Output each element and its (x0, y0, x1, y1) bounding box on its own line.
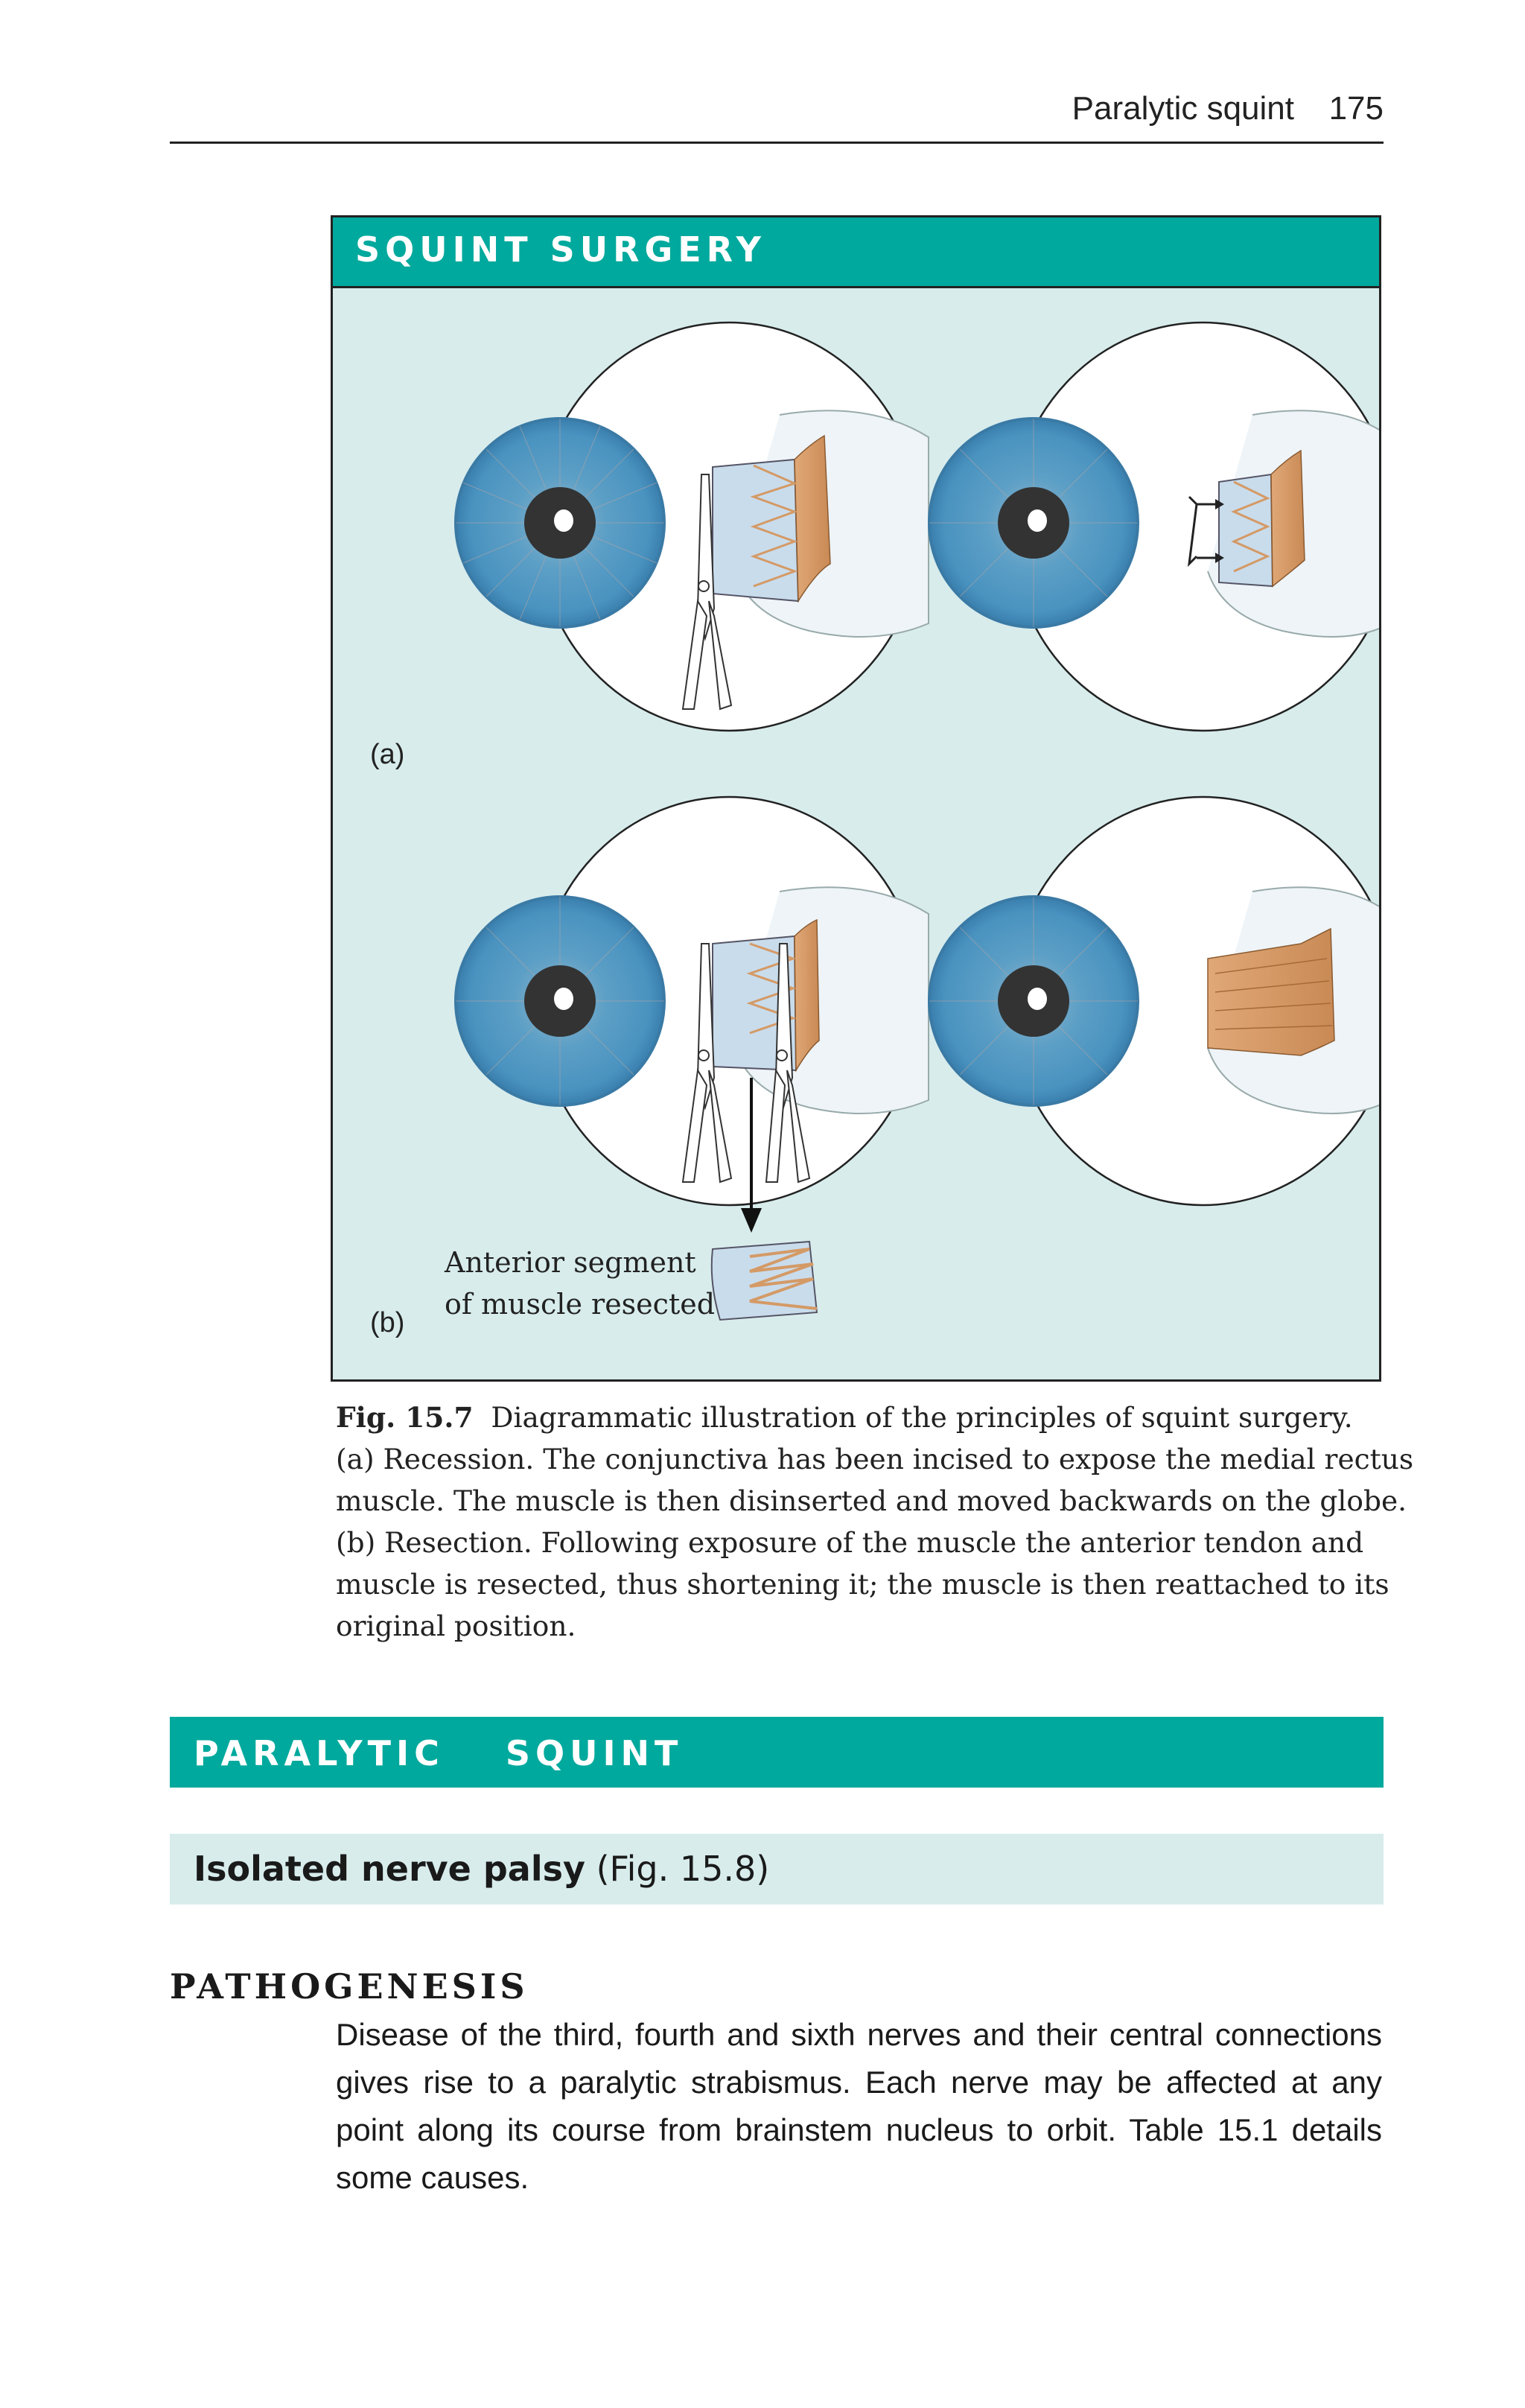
subsection-heading-bar: Isolated nerve palsy (Fig. 15.8) (170, 1834, 1384, 1905)
pathogenesis-paragraph: Disease of the third, fourth and sixth n… (336, 2017, 1382, 2195)
section-title: PARALYTIC SQUINT (194, 1733, 684, 1773)
subsection-title-bold: Isolated nerve palsy (194, 1849, 585, 1889)
running-header: Paralytic squint 175 (170, 83, 1384, 144)
figure-title-bar: SQUINT SURGERY (333, 217, 1379, 288)
squint-surgery-illustration (454, 321, 1379, 1321)
eye-a-left (454, 321, 929, 732)
figure-number: Fig. 15.7 (336, 1401, 474, 1434)
eye-a-right (928, 321, 1379, 732)
caption-line-6: original position. (336, 1610, 576, 1642)
caption-line-5: muscle is resected, thus shortening it; … (336, 1568, 1389, 1601)
figure-box-title: SQUINT SURGERY (355, 229, 766, 270)
panel-label-b: (b) (370, 1307, 405, 1338)
caption-line-3: muscle. The muscle is then disinserted a… (336, 1484, 1407, 1517)
pathogenesis-heading: PATHOGENESIS (170, 1966, 529, 2007)
eye-b-left (454, 795, 929, 1321)
caption-line-2: (a) Recession. The conjunctiva has been … (336, 1443, 1414, 1475)
figure-caption: Fig. 15.7 Diagrammatic illustration of t… (336, 1397, 1414, 1647)
figure-box: SQUINT SURGERY (331, 215, 1381, 1382)
subsection-title: Isolated nerve palsy (Fig. 15.8) (194, 1849, 769, 1889)
eye-b-right (928, 795, 1379, 1207)
caption-line-4: (b) Resection. Following exposure of the… (336, 1526, 1364, 1559)
resected-segment-annotation: Anterior segment of muscle resected (445, 1242, 728, 1325)
section-heading-bar: PARALYTIC SQUINT (170, 1717, 1384, 1788)
running-title: Paralytic squint (1072, 90, 1294, 127)
annotation-line-2: of muscle resected (445, 1288, 716, 1321)
panel-label-a: (a) (370, 739, 405, 770)
annotation-line-1: Anterior segment (445, 1246, 696, 1279)
caption-line-1: Diagrammatic illustration of the princip… (491, 1401, 1353, 1434)
header-rule (170, 142, 1384, 144)
page-number: 175 (1328, 90, 1384, 127)
subsection-figure-ref: (Fig. 15.8) (596, 1849, 770, 1889)
